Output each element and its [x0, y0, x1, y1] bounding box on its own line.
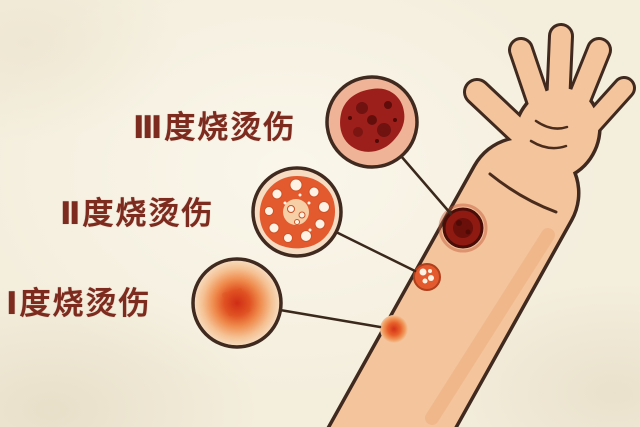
arm-burn-spots — [380, 203, 488, 343]
magnifier-second-degree — [251, 166, 343, 258]
arm-shading — [425, 228, 555, 425]
magnifier-first-degree — [191, 257, 283, 349]
arm-spot-first-degree — [380, 315, 408, 343]
label-second-degree-burn: Ⅱ度烧烫伤 — [60, 196, 215, 231]
connector-second-degree — [334, 230, 417, 273]
arm-spot-second-degree — [413, 263, 441, 291]
redness-specks — [222, 288, 251, 316]
hand-crease-lines — [488, 119, 569, 214]
label-first-degree-burn: Ⅰ度烧烫伤 — [6, 286, 152, 321]
magnifier-third-degree — [325, 75, 419, 169]
connector-lines — [278, 154, 453, 329]
arm-illustration — [326, 23, 636, 427]
label-third-degree-burn: Ⅲ度烧烫伤 — [133, 110, 297, 145]
blister-specks — [283, 193, 312, 232]
connector-first-degree — [278, 308, 382, 329]
arm-skin-layer — [330, 26, 633, 427]
blisters — [264, 178, 330, 243]
arm-spot-third-degree — [438, 203, 488, 253]
connector-third-degree — [399, 154, 453, 216]
